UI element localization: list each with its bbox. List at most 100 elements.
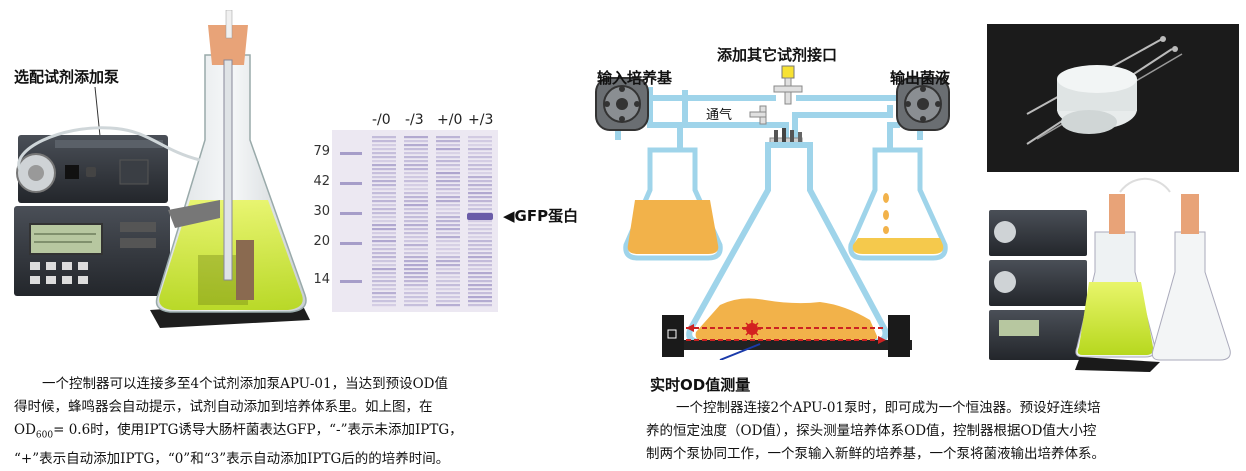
sample-band — [404, 292, 428, 295]
gfp-label-text: GFP蛋白 — [514, 207, 579, 225]
sample-band — [436, 232, 460, 235]
sample-band — [372, 184, 396, 187]
mw-marker: 14 — [313, 272, 330, 287]
sample-band — [372, 260, 396, 263]
sample-band — [404, 152, 428, 155]
sample-band — [436, 176, 460, 179]
lane-label: +/0 — [437, 112, 463, 128]
ladder-band — [340, 280, 362, 283]
sample-band — [436, 220, 460, 223]
sample-band — [468, 276, 492, 279]
sample-band — [404, 296, 428, 299]
mw-marker: 20 — [313, 234, 330, 249]
sample-band — [468, 168, 492, 171]
aeration-label: 通气 — [706, 108, 733, 123]
sample-band — [372, 280, 396, 283]
sample-band — [436, 236, 460, 239]
ladder-band — [340, 152, 362, 155]
sample-band — [468, 148, 492, 151]
sample-band — [372, 268, 396, 271]
sample-band — [436, 252, 460, 255]
sample-band — [404, 144, 428, 147]
gfp-band — [467, 213, 493, 220]
caption-line: “+”表示自动添加IPTG，“0”和“3”表示自动添加IPTG后的的培养时间。 — [14, 450, 450, 467]
sample-band — [372, 264, 396, 267]
sds-gel-image — [332, 130, 498, 312]
sample-band — [436, 188, 460, 191]
sample-band — [436, 152, 460, 155]
lane-label: +/3 — [468, 112, 494, 128]
caption-text: = 0.6时，使用IPTG诱导大肠杆菌表达GFP，“-”表示未添加IPTG， — [53, 422, 463, 438]
od-subscript: 600 — [35, 430, 54, 441]
ladder-band — [340, 212, 362, 215]
sample-band — [372, 200, 396, 203]
sample-band — [468, 240, 492, 243]
sample-band — [372, 208, 396, 211]
sample-band — [404, 136, 428, 139]
sample-band — [468, 272, 492, 275]
sample-band — [436, 212, 460, 215]
sample-band — [468, 152, 492, 155]
sample-band — [468, 280, 492, 283]
ladder-band — [340, 182, 362, 185]
sample-band — [436, 280, 460, 283]
sample-band — [468, 288, 492, 291]
sample-band — [404, 204, 428, 207]
sample-band — [372, 296, 396, 299]
sample-band — [468, 224, 492, 227]
sample-band — [468, 260, 492, 263]
sample-band — [372, 292, 396, 295]
sample-band — [372, 164, 396, 167]
sample-band — [436, 288, 460, 291]
lane-label: -/3 — [405, 112, 424, 128]
caption-line: 制两个泵协同工作，一个泵输入新鲜的培养基，一个泵将菌液输出培养体系。 — [646, 446, 1105, 462]
sample-band — [404, 288, 428, 291]
sample-band — [404, 248, 428, 251]
sample-band — [436, 228, 460, 231]
sample-band — [404, 228, 428, 231]
caption-line: OD600= 0.6时，使用IPTG诱导大肠杆菌表达GFP，“-”表示未添加IP… — [14, 419, 463, 448]
sample-band — [468, 264, 492, 267]
sample-band — [404, 252, 428, 255]
left-caption: 一个控制器可以连接多至4个试剂添加泵APU-01，当达到预设OD值 得时候，蜂鸣… — [14, 373, 463, 471]
sample-band — [372, 232, 396, 235]
sample-band — [436, 196, 460, 199]
sample-band — [468, 256, 492, 259]
sample-band — [372, 228, 396, 231]
sample-band — [468, 188, 492, 191]
sample-band — [404, 168, 428, 171]
sample-band — [468, 136, 492, 139]
sample-band — [468, 140, 492, 143]
mw-marker: 30 — [313, 204, 330, 219]
arrow-left-icon: ◀ — [503, 207, 515, 225]
od-text: OD — [14, 422, 36, 438]
sample-band — [404, 192, 428, 195]
sample-band — [404, 200, 428, 203]
sample-band — [372, 204, 396, 207]
sample-band — [436, 216, 460, 219]
sample-band — [468, 244, 492, 247]
sample-band — [372, 196, 396, 199]
sample-band — [468, 300, 492, 303]
sample-band — [468, 204, 492, 207]
sample-band — [468, 180, 492, 183]
sample-band — [404, 180, 428, 183]
sample-band — [468, 228, 492, 231]
sample-band — [404, 244, 428, 247]
sample-band — [436, 172, 460, 175]
sample-band — [372, 216, 396, 219]
sample-band — [404, 184, 428, 187]
sample-band — [372, 276, 396, 279]
caption-line: 一个控制器连接2个APU-01泵时，即可成为一个恒浊器。预设好连续培 — [676, 400, 1101, 416]
sample-band — [372, 252, 396, 255]
sample-band — [436, 260, 460, 263]
sample-band — [436, 208, 460, 211]
sample-band — [436, 264, 460, 267]
sample-band — [468, 172, 492, 175]
pump-label: 选配试剂添加泵 — [14, 68, 120, 86]
sample-band — [468, 196, 492, 199]
gfp-band-label: ◀GFP蛋白 — [503, 205, 578, 226]
sample-band — [404, 280, 428, 283]
sample-band — [404, 156, 428, 159]
sample-band — [436, 268, 460, 271]
